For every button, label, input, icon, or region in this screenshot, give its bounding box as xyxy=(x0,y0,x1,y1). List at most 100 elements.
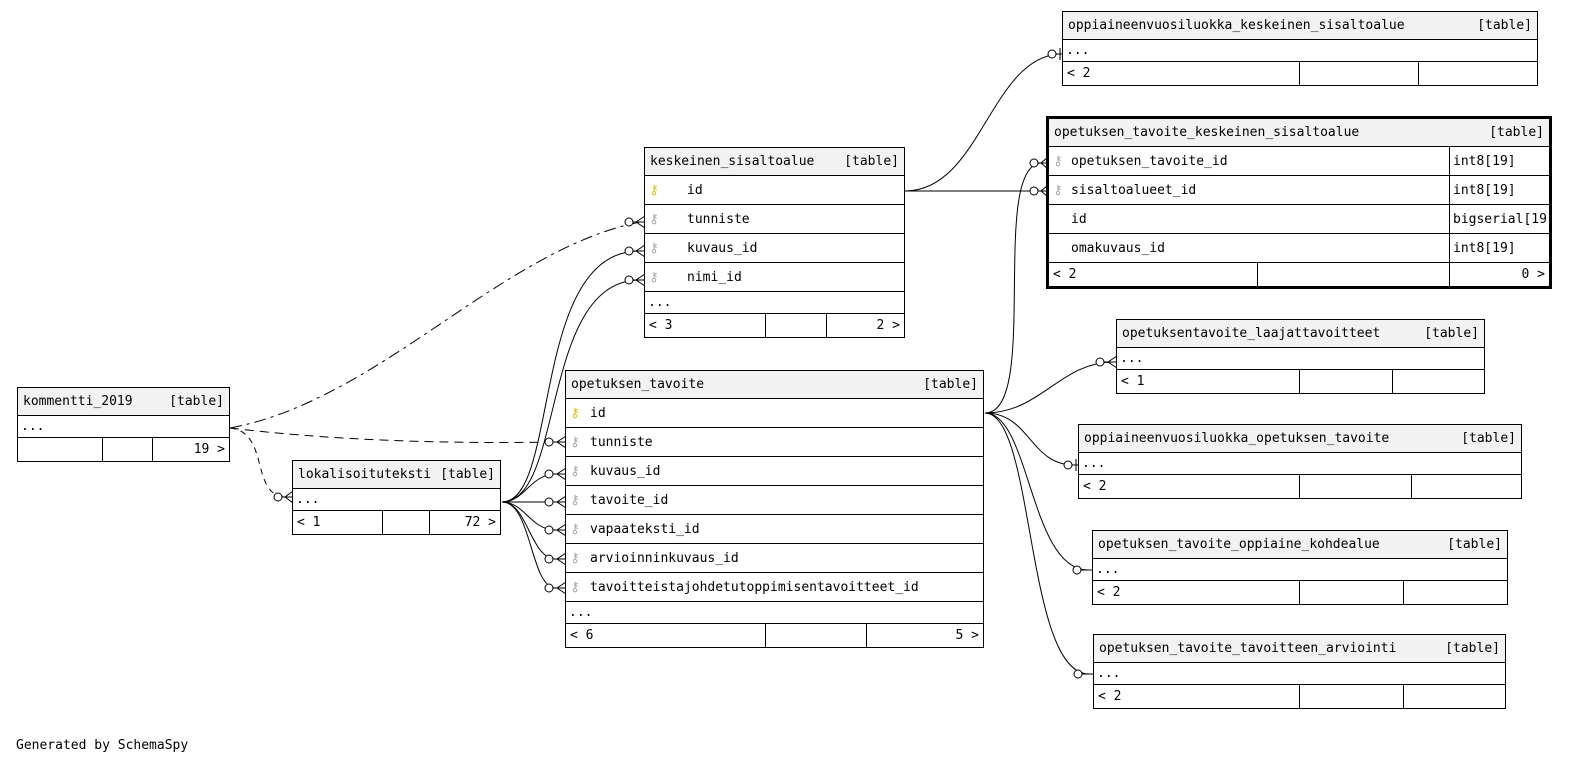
column-row[interactable]: ⚷tavoitteistajohdetutoppimisentavoitteet… xyxy=(566,573,983,602)
crowfoot-marker xyxy=(273,490,294,504)
table-kind: [table] xyxy=(169,394,224,409)
table-opetuksen-tavoite[interactable]: opetuksen_tavoite [table] ⚷id ⚷ tunniste ⚷… xyxy=(565,370,984,648)
table-kind: [table] xyxy=(1447,537,1502,552)
table-kind: [table] xyxy=(844,154,899,169)
table-name[interactable]: opetuksen_tavoite xyxy=(571,377,705,392)
children-count xyxy=(1403,581,1507,604)
edge-ks-ovks xyxy=(904,53,1059,192)
key-icon: ⚷ xyxy=(570,550,580,566)
crowfoot-marker xyxy=(544,495,567,509)
edge-ot-arviointi xyxy=(984,412,1090,675)
table-name[interactable]: opetuksentavoite_laajattavoitteet xyxy=(1122,326,1381,341)
key-icon: ⚷ xyxy=(649,269,659,285)
row-count xyxy=(765,314,826,337)
column-name: id xyxy=(1071,211,1087,227)
table-kind: [table] xyxy=(923,377,978,392)
table-name[interactable]: kommentti_2019 xyxy=(23,394,133,409)
key-icon: ⚷ xyxy=(570,463,580,479)
crowfoot-marker xyxy=(1063,459,1079,471)
edge-kommentti-keskeinen xyxy=(229,221,641,429)
parents-count: < 2 xyxy=(1053,267,1077,282)
table-opetuksen-tavoite-tavoitteen-arviointi[interactable]: opetuksen_tavoite_tavoitteen_arviointi [t… xyxy=(1093,634,1506,709)
column-row[interactable]: ⚷tunniste xyxy=(645,205,904,234)
column-name: sisaltoalueet_id xyxy=(1071,182,1197,198)
column-row[interactable]: ⚷ tunniste xyxy=(566,428,983,457)
column-row[interactable]: ⚷tavoite_id xyxy=(566,486,983,515)
more-columns: ... xyxy=(1094,663,1505,685)
crowfoot-marker xyxy=(1047,48,1063,60)
row-count xyxy=(1299,370,1392,393)
column-row[interactable]: ⚷ nimi_id xyxy=(645,263,904,292)
column-name: kuvaus_id xyxy=(687,240,758,256)
parents-count: < 2 xyxy=(1097,585,1121,600)
table-oppiaineenvuosiluokka-opetuksen-tavoite[interactable]: oppiaineenvuosiluokka_opetuksen_tavoite[… xyxy=(1078,424,1522,499)
key-icon: ⚷ xyxy=(570,434,580,450)
table-opetuksentavoite-laajattavoitteet[interactable]: opetuksentavoite_laajattavoitteet [table]… xyxy=(1116,319,1485,394)
column-row[interactable]: ⚷kuvaus_id xyxy=(645,234,904,263)
parents-count: < 2 xyxy=(1083,479,1107,494)
crowfoot-marker xyxy=(544,435,567,449)
more-columns: ... xyxy=(645,292,904,314)
key-icon: ⚷ xyxy=(570,521,580,537)
column-row[interactable]: omakuvaus_id int8[19] xyxy=(1049,234,1549,263)
table-name[interactable]: opetuksen_tavoite_tavoitteen_arviointi xyxy=(1099,641,1397,656)
crowfoot-marker xyxy=(624,273,646,287)
table-opetuksen-tavoite-oppiaine-kohdealue[interactable]: opetuksen_tavoite_oppiaine_kohdealue [tab… xyxy=(1092,530,1508,605)
crowfoot-marker xyxy=(1072,565,1093,575)
table-kind: [table] xyxy=(440,467,495,482)
parents-count: < 2 xyxy=(1067,66,1091,81)
table-opetuksen-tavoite-keskeinen-sisaltoalue[interactable]: opetuksen_tavoite_keskeinen_sisaltoalue[… xyxy=(1046,116,1552,289)
table-name[interactable]: oppiaineenvuosiluokka_opetuksen_tavoite xyxy=(1084,431,1390,446)
edge-ot-otks xyxy=(984,162,1041,414)
column-row[interactable]: ⚷id xyxy=(645,176,904,205)
parents-count xyxy=(18,438,102,461)
table-name[interactable]: lokalisoituteksti xyxy=(298,467,432,482)
column-row[interactable]: ⚷id xyxy=(566,399,983,428)
column-name: omakuvaus_id xyxy=(1071,240,1165,256)
generated-by-credit: Generated by SchemaSpy xyxy=(16,738,189,753)
crowfoot-marker xyxy=(624,215,646,229)
column-name: vapaateksti_id xyxy=(590,521,700,537)
crowfoot-marker xyxy=(1029,184,1049,198)
table-name[interactable]: oppiaineenvuosiluokka_keskeinen_sisaltoa… xyxy=(1068,18,1405,33)
column-type: int8[19] xyxy=(1449,234,1549,262)
parents-count: < 2 xyxy=(1098,689,1122,704)
children-count xyxy=(1403,685,1505,708)
children-count xyxy=(1392,370,1484,393)
children-count: 0 > xyxy=(1449,263,1549,286)
parents-count: < 6 xyxy=(570,628,594,643)
column-row[interactable]: ⚷ kuvaus_id xyxy=(566,457,983,486)
table-name[interactable]: opetuksen_tavoite_keskeinen_sisaltoalue xyxy=(1054,125,1360,140)
table-kind: [table] xyxy=(1477,18,1532,33)
children-count: 2 > xyxy=(826,314,904,337)
more-columns: ... xyxy=(293,489,500,511)
column-row[interactable]: ⚷ sisaltoalueet_id int8[19] xyxy=(1049,176,1549,205)
key-icon: ⚷ xyxy=(570,405,580,421)
table-name[interactable]: opetuksen_tavoite_oppiaine_kohdealue xyxy=(1098,537,1380,552)
table-kind: [table] xyxy=(1424,326,1479,341)
column-type: int8[19] xyxy=(1449,176,1549,204)
edge-kommentti-opetuksen-tavoite xyxy=(229,427,557,443)
table-oppiaineenvuosiluokka-keskeinen-sisaltoalue[interactable]: oppiaineenvuosiluokka_keskeinen_sisaltoa… xyxy=(1062,11,1538,86)
column-row[interactable]: ⚷arvioinninkuvaus_id xyxy=(566,544,983,573)
column-row[interactable]: id bigserial[19] xyxy=(1049,205,1549,234)
column-name: kuvaus_id xyxy=(590,463,661,479)
column-name: tavoite_id xyxy=(590,492,669,508)
crowfoot-marker xyxy=(544,467,567,481)
column-name: tunniste xyxy=(590,434,653,450)
row-count xyxy=(382,511,429,534)
column-type: bigserial[19] xyxy=(1449,205,1549,233)
table-kommentti-2019[interactable]: kommentti_2019[table] ... 19 > xyxy=(17,387,230,462)
more-columns: ... xyxy=(1093,559,1507,581)
column-row[interactable]: ⚷ vapaateksti_id xyxy=(566,515,983,544)
key-icon: ⚷ xyxy=(1053,182,1063,198)
table-name[interactable]: keskeinen_sisaltoalue xyxy=(650,154,815,169)
table-kind: [table] xyxy=(1445,641,1500,656)
table-keskeinen-sisaltoalue[interactable]: keskeinen_sisaltoalue [table] ⚷id ⚷tunnis… xyxy=(644,147,905,338)
row-count xyxy=(1299,581,1403,604)
column-name: nimi_id xyxy=(687,269,742,285)
children-count: 5 > xyxy=(866,624,983,647)
children-count xyxy=(1411,475,1521,498)
